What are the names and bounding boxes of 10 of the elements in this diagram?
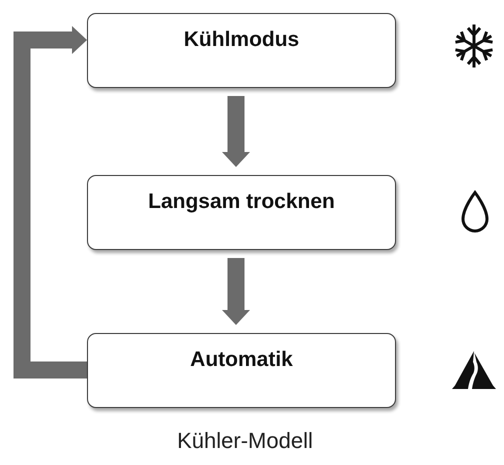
process-box bbox=[87, 13, 396, 88]
node-label: Automatik bbox=[190, 347, 293, 373]
caption: Kühler-Modell bbox=[177, 428, 313, 454]
node-label: Kühlmodus bbox=[184, 27, 300, 53]
process-box bbox=[87, 175, 396, 250]
arrow bbox=[14, 26, 87, 378]
arrow bbox=[222, 96, 250, 167]
arrow bbox=[222, 258, 250, 325]
node-label: Langsam trocknen bbox=[148, 189, 335, 215]
process-box bbox=[87, 333, 396, 408]
